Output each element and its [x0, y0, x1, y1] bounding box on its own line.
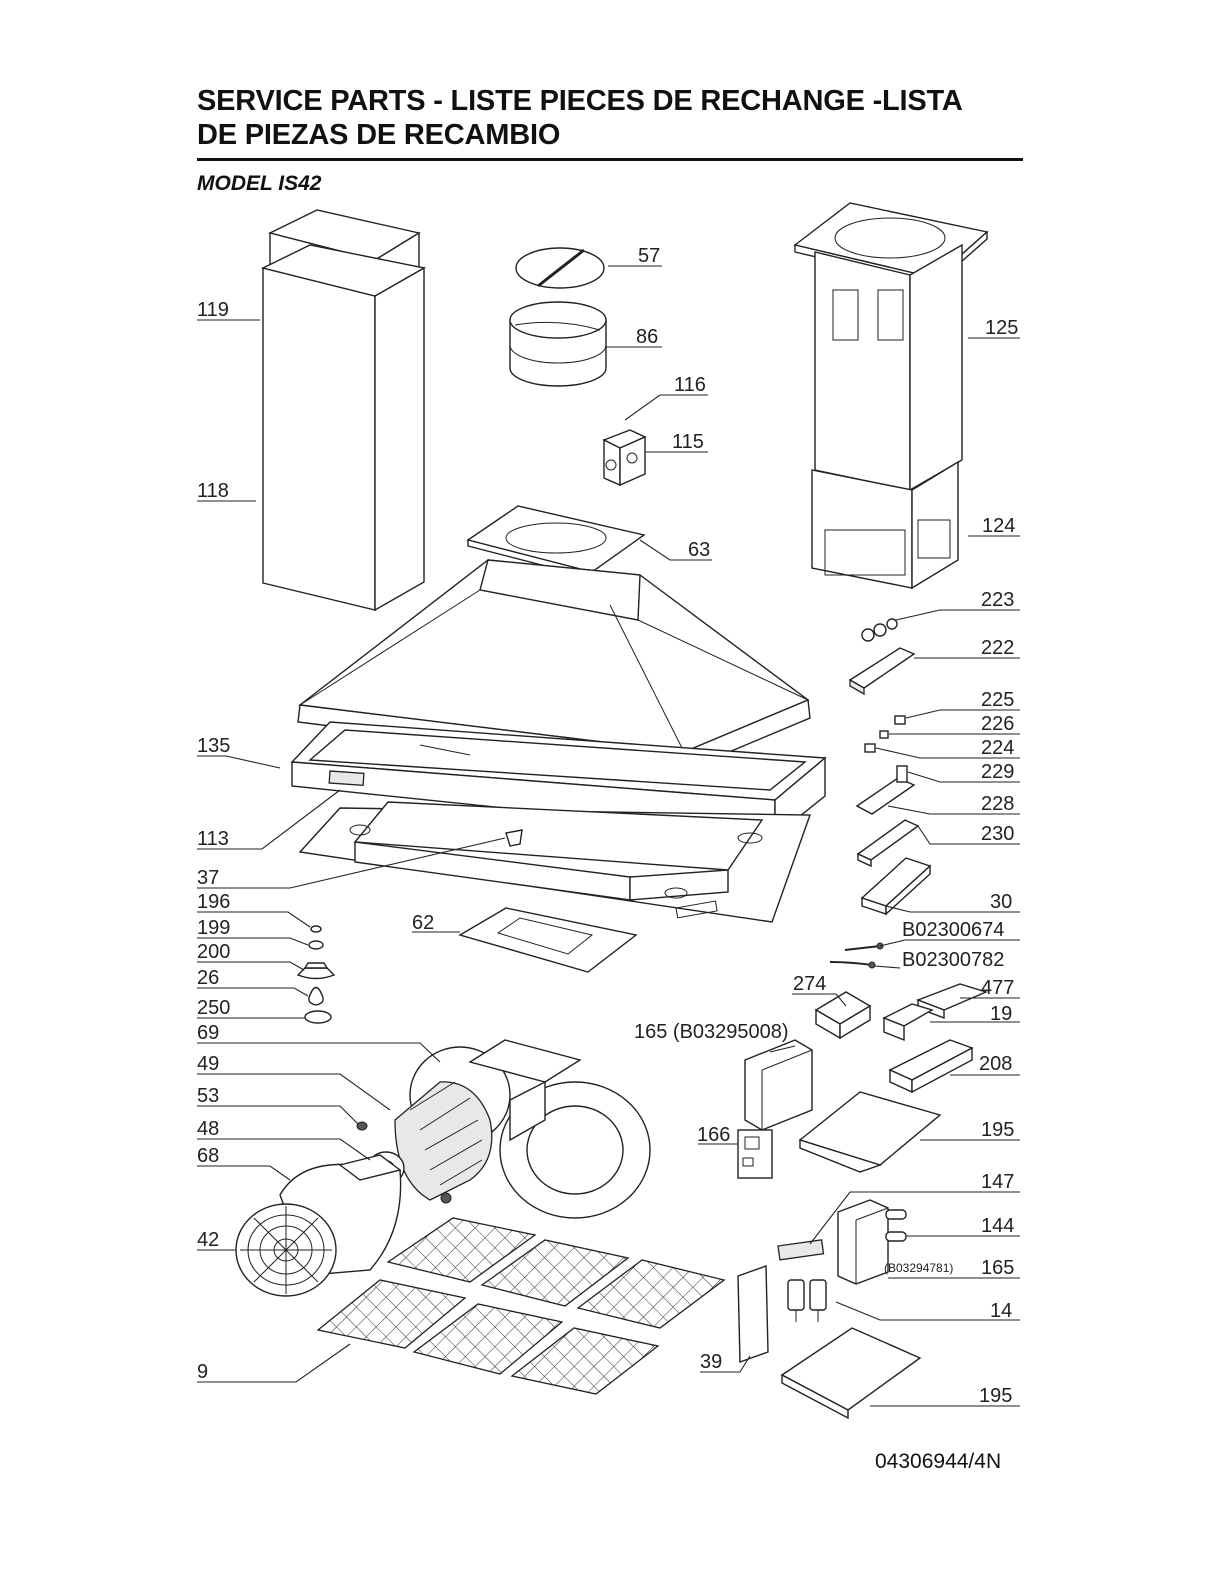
label-144: 144 — [981, 1215, 1014, 1237]
label-48: 48 — [197, 1118, 219, 1140]
fuses-144 — [885, 1209, 907, 1242]
leader-lines — [197, 265, 1020, 1407]
model-name: MODEL IS42 — [197, 172, 322, 195]
label-57: 57 — [638, 245, 660, 267]
nut-53 — [356, 1121, 368, 1131]
label-69: 69 — [197, 1022, 219, 1044]
label-165-b03295008: 165 (B03295008) — [634, 1021, 789, 1043]
label-195-lower: 195 — [979, 1385, 1012, 1407]
title-line-1: SERVICE PARTS - LISTE PIECES DE RECHANGE… — [197, 85, 963, 117]
label-9: 9 — [197, 1361, 208, 1383]
label-53: 53 — [197, 1085, 219, 1107]
lower-chimney-cover-118 — [260, 244, 426, 612]
label-477: 477 — [981, 977, 1014, 999]
label-166: 166 — [697, 1124, 730, 1146]
inlet-grille-42 — [235, 1203, 337, 1297]
label-b03294781-code: (B03294781) — [884, 1261, 953, 1275]
label-147: 147 — [981, 1171, 1014, 1193]
title-line-2: DE PIEZAS DE RECAMBIO — [197, 119, 561, 151]
label-125: 125 — [985, 317, 1018, 339]
label-39: 39 — [700, 1351, 722, 1373]
label-26: 26 — [197, 967, 219, 989]
small-buttons-225-226-224 — [864, 715, 906, 753]
blower-screw — [440, 1192, 452, 1204]
page-title: SERVICE PARTS - LISTE PIECES DE RECHANGE… — [197, 84, 1027, 152]
label-250: 250 — [197, 997, 230, 1019]
wire-harness-b02300674-b02300782 — [829, 942, 884, 969]
transformer-208 — [888, 1039, 974, 1094]
label-226: 226 — [981, 713, 1014, 735]
title-rule — [197, 158, 1023, 161]
label-135: 135 — [197, 735, 230, 757]
label-115: 115 — [672, 431, 704, 453]
label-195-upper: 195 — [981, 1119, 1014, 1141]
capacitors-14 — [787, 1279, 827, 1322]
tray-195-upper — [798, 1091, 942, 1173]
blower-housing-69 — [409, 1039, 651, 1219]
duct-30 — [860, 857, 932, 916]
lamp-clip-37 — [505, 829, 523, 847]
label-116: 116 — [674, 374, 706, 396]
terminal-strip-147 — [777, 1239, 825, 1261]
label-62: 62 — [412, 912, 434, 934]
label-37: 37 — [197, 867, 219, 889]
label-208: 208 — [979, 1053, 1012, 1075]
label-14: 14 — [990, 1300, 1012, 1322]
duct-collar-86 — [509, 301, 607, 387]
control-board-165-b03295008 — [744, 1039, 813, 1131]
label-274: 274 — [793, 973, 826, 995]
label-68: 68 — [197, 1145, 219, 1167]
switch-knobs-223 — [861, 618, 898, 642]
part-labels: 119 118 135 113 37 196 199 200 26 250 69… — [197, 245, 1018, 1407]
label-30: 30 — [990, 891, 1012, 913]
label-196: 196 — [197, 891, 230, 913]
upper-support-frame-125 — [793, 202, 989, 492]
label-113: 113 — [197, 828, 229, 850]
mounting-plate-62 — [458, 907, 638, 973]
label-230: 230 — [981, 823, 1014, 845]
label-19: 19 — [990, 1003, 1012, 1025]
label-86: 86 — [636, 326, 658, 348]
label-165-b03294781: 165 — [981, 1257, 1014, 1279]
label-118: 118 — [197, 480, 229, 502]
label-63: 63 — [688, 539, 710, 561]
display-board-166 — [737, 1129, 773, 1179]
filter-frame-plate — [298, 801, 811, 923]
label-229: 229 — [981, 761, 1014, 783]
label-225: 225 — [981, 689, 1014, 711]
label-119: 119 — [197, 299, 229, 321]
backdraft-damper-57 — [515, 247, 605, 289]
lamp-assembly — [296, 925, 336, 1024]
label-228: 228 — [981, 793, 1014, 815]
terminal-box-274 — [814, 991, 872, 1040]
label-49: 49 — [197, 1053, 219, 1075]
label-222: 222 — [981, 637, 1014, 659]
label-124: 124 — [982, 515, 1015, 537]
document-code: 04306944/4N — [875, 1450, 1002, 1473]
label-199: 199 — [197, 917, 230, 939]
label-224: 224 — [981, 737, 1014, 759]
electronics-box-165-b03294781 — [837, 1199, 889, 1285]
blower-wheel-49 — [394, 1081, 493, 1201]
bracket-19 — [882, 1003, 934, 1042]
junction-box-115 — [602, 429, 647, 487]
lower-support-frame-124 — [811, 460, 959, 590]
label-223: 223 — [981, 589, 1014, 611]
tray-195-lower — [780, 1327, 922, 1420]
label-200: 200 — [197, 941, 230, 963]
power-board-39 — [737, 1265, 769, 1363]
label-b02300674: B02300674 — [902, 919, 1004, 941]
grease-filters-9 — [316, 1217, 726, 1395]
label-b02300782: B02300782 — [902, 949, 1004, 971]
switch-panel-222 — [848, 647, 916, 696]
label-42: 42 — [197, 1229, 219, 1251]
switch-board-228-229 — [855, 765, 916, 815]
